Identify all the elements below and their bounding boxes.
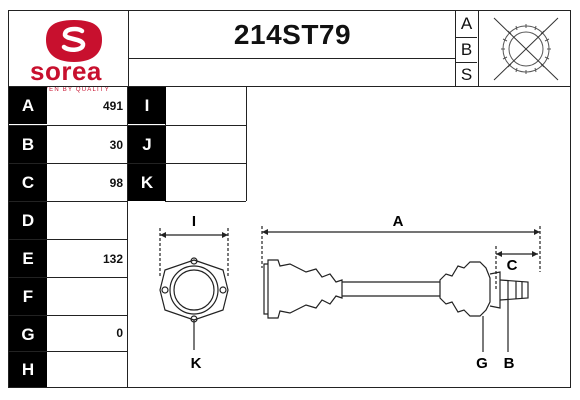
part-number-title: 214ST79 bbox=[233, 19, 352, 50]
spec-label-b: B bbox=[9, 126, 47, 163]
abs-letter-box: A B S bbox=[456, 12, 477, 86]
abs-letter-a: A bbox=[456, 12, 477, 38]
spec-value-d bbox=[50, 202, 123, 239]
driveshaft-drawing: I A C K G B bbox=[159, 213, 541, 372]
spec-value-g: 0 bbox=[116, 325, 123, 340]
spec-value-i bbox=[166, 87, 242, 124]
dim-label-k: K bbox=[191, 355, 202, 372]
spec-label-e: E bbox=[9, 240, 47, 277]
spec-value-e: 132 bbox=[102, 251, 123, 266]
dim-label-c: C bbox=[507, 257, 518, 274]
dim-label-a: A bbox=[393, 213, 404, 230]
sorea-logo: sorea DRIVEN BY QUALITY bbox=[26, 16, 122, 93]
spec-label-g: G bbox=[9, 316, 47, 353]
datasheet-frame bbox=[8, 10, 571, 388]
driveshaft-diagram: I A C K G B bbox=[128, 202, 571, 388]
spec-label-f: F bbox=[9, 278, 47, 315]
spec-value-b: 30 bbox=[109, 137, 123, 152]
spec-value-h bbox=[50, 352, 123, 387]
spec-label-k: K bbox=[128, 164, 166, 201]
spec-label-d: D bbox=[9, 202, 47, 239]
abs-ring-crossed-icon bbox=[488, 14, 564, 84]
dim-label-b: B bbox=[504, 355, 515, 372]
logo-wordmark: sorea bbox=[30, 56, 102, 86]
spec-label-c: C bbox=[9, 164, 47, 201]
spec-value-a: 491 bbox=[102, 98, 123, 113]
logo-tagline: DRIVEN BY QUALITY bbox=[30, 87, 110, 93]
sorea-logo-mark bbox=[46, 20, 102, 62]
abs-letter-s: S bbox=[460, 65, 473, 85]
spec-value-j bbox=[166, 126, 242, 163]
dim-label-g: G bbox=[476, 355, 488, 372]
dim-label-i: I bbox=[192, 213, 196, 230]
spec-label-j: J bbox=[128, 126, 166, 163]
abs-letter-b: B bbox=[456, 38, 477, 64]
spec-label-i: I bbox=[128, 87, 166, 124]
spec-value-f bbox=[50, 278, 123, 315]
spec-label-h: H bbox=[9, 352, 47, 387]
spec-label-a: A bbox=[9, 87, 47, 124]
spec-value-k bbox=[166, 164, 242, 201]
spec-value-c: 98 bbox=[109, 175, 123, 190]
